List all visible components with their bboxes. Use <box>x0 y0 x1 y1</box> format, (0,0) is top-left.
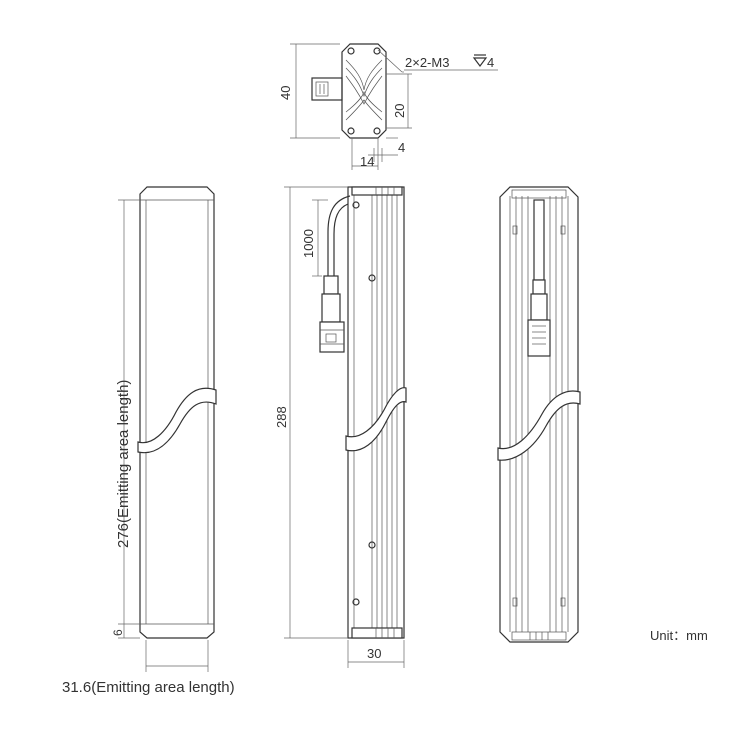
depth-symbol-icon <box>472 54 488 67</box>
dim-1000-label: 1000 <box>301 229 316 258</box>
thread-depth-label: 4 <box>487 55 494 70</box>
dim-288-label: 288 <box>274 406 289 428</box>
front-view <box>137 186 217 639</box>
dim-276-label: 276(Emitting area length) <box>115 380 132 548</box>
dim-6-label: 6 <box>111 629 125 636</box>
thread-spec-label: 2×2-M3 <box>405 55 449 70</box>
side-view-dimensions <box>284 186 405 668</box>
back-view <box>497 186 581 643</box>
dim-30-label: 30 <box>367 646 381 661</box>
dim-40-label: 40 <box>278 86 293 100</box>
dim-31-6-label: 31.6(Emitting area length) <box>62 679 235 696</box>
top-view-dimensions <box>290 43 498 170</box>
dim-4-label: 4 <box>398 140 405 155</box>
side-view <box>319 186 407 639</box>
top-end-view <box>311 43 387 139</box>
dim-14-label: 14 <box>360 154 374 169</box>
dim-20-label: 20 <box>392 104 407 118</box>
unit-label: Unit：mm <box>650 628 708 643</box>
front-view-dimensions <box>118 199 209 672</box>
